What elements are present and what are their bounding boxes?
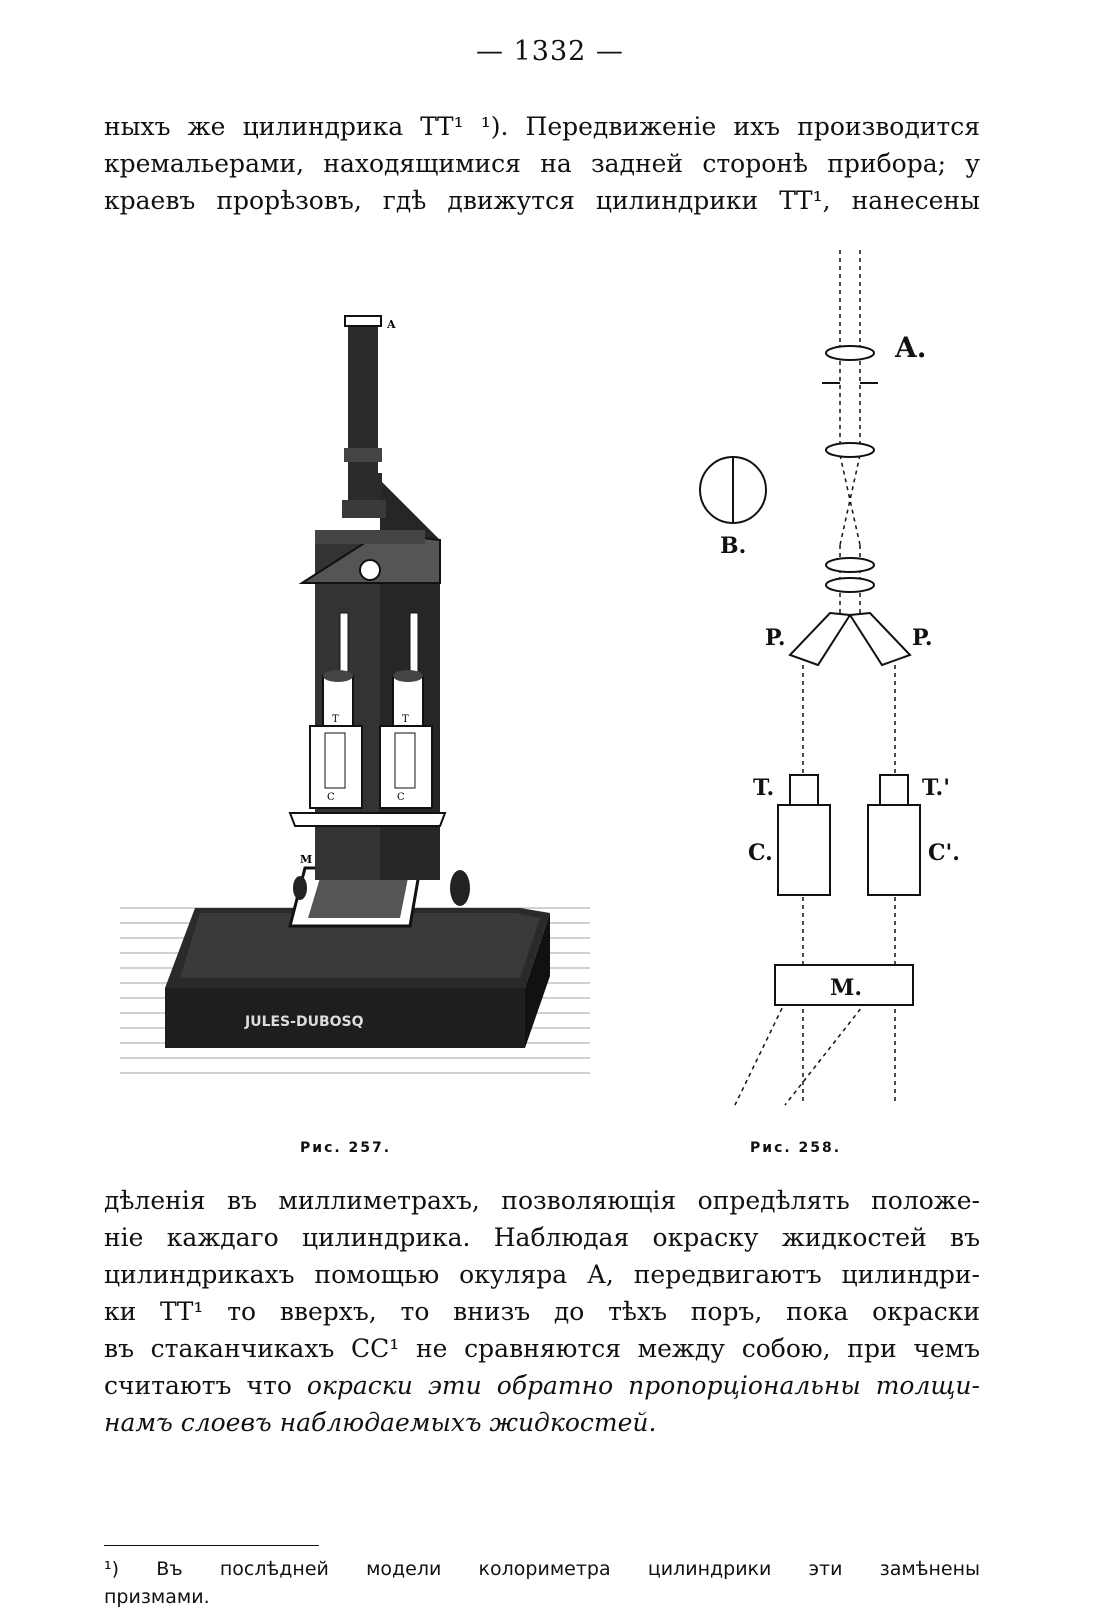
text-line: цилиндрикахъ помощью окуляра А, передвиг… [104,1260,980,1289]
figure-caption: Рис. 258. [750,1140,842,1156]
page-number: — 1332 — [476,36,624,67]
footnote-line: ¹) Въ послѣдней модели колориметра цилин… [104,1558,980,1580]
text-line: кремальерами, находящимися на задней сто… [104,149,980,178]
paragraph-top: ныхъ же цилиндрика ТТ¹ ¹). Передвиженіе … [104,108,980,219]
label-C: C. [748,840,773,866]
footnote-line: призмами. [104,1586,210,1608]
footnote-divider [104,1545,319,1546]
text-line: ніе каждаго цилиндрика. Наблюдая окраску… [104,1223,980,1252]
label-M: M [300,853,312,866]
text-line-mixed: считаютъ что окраски эти обратно пропорц… [104,1367,980,1404]
label-C1: C'. [928,840,960,866]
text-line: ныхъ же цилиндрика ТТ¹ ¹). Передвиженіе … [104,112,980,141]
paragraph-bottom: дѣленія въ миллиметрахъ, позволяющія опр… [104,1182,980,1441]
text-line: въ стаканчикахъ СС¹ не сравняются между … [104,1334,980,1363]
label-B: B. [720,533,746,559]
text-line: дѣленія въ миллиметрахъ, позволяющія опр… [104,1186,980,1215]
label-T-left: T [332,714,339,725]
label-A: A [386,318,396,331]
label-P-right: P. [912,625,933,651]
label-T: T. [753,775,774,801]
label-T-right: T [402,714,409,725]
text-italic: окраски эти обратно пропорціональны толщ… [306,1371,980,1400]
label-P-left: P. [765,625,786,651]
text-plain: считаютъ что [104,1371,292,1400]
footnote: ¹) Въ послѣдней модели колориметра цилин… [104,1555,980,1611]
text-line-italic: намъ слоевъ наблюдаемыхъ жидкостей. [104,1408,657,1437]
label-M: M. [830,975,862,1001]
optical-schematic-diagram: A. B. P. P. T. T.' C. C'. M. [699,250,960,1106]
label-A: A. [894,331,926,364]
text-line: краевъ прорѣзовъ, гдѣ движутся цилиндрик… [104,186,980,215]
figure-caption: Рис. 257. [300,1140,392,1156]
maker-inscription: JULES-DUBOSQ [244,1014,364,1030]
label-T1: T.' [922,775,950,801]
label-C-right: C [397,792,405,803]
text-line: ки ТТ¹ то вверхъ, то внизъ до тѣхъ поръ,… [104,1297,980,1326]
label-C-left: C [327,792,335,803]
colorimeter-illustration: JULES-DUBOSQ A T T C C M [120,315,590,1074]
